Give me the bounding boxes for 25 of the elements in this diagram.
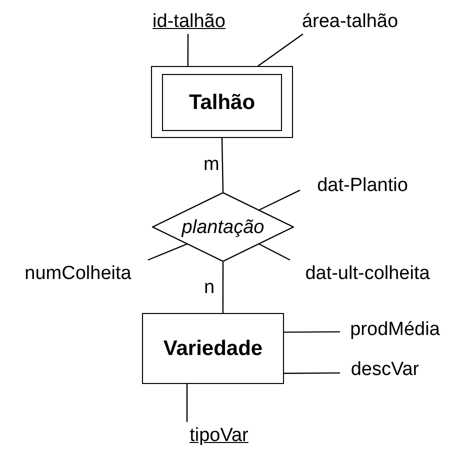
connector-line	[284, 372, 340, 374]
connector-line	[258, 243, 290, 261]
weak-entity-box	[151, 66, 293, 138]
attribute-text: dat-Plantio	[317, 176, 408, 194]
cardinality-label: n	[204, 278, 215, 296]
attribute-text: numColheita	[24, 264, 132, 282]
attribute-text: dat-ult-colheita	[305, 264, 430, 282]
attribute-text: prodMédia	[350, 320, 440, 338]
connector-line	[221, 138, 224, 192]
entity-box	[142, 313, 284, 384]
key-attribute-text: tipoVar	[190, 426, 248, 444]
connector-line	[284, 331, 340, 333]
relationship-name: plantação	[182, 218, 264, 236]
connector-line	[222, 262, 224, 313]
connector-line	[258, 190, 300, 211]
connector-line	[186, 384, 188, 422]
cardinality-label: m	[204, 155, 220, 174]
connector-line	[258, 34, 304, 66]
attribute-text: área-talhão	[302, 12, 398, 30]
connector-line	[148, 243, 188, 261]
key-attribute-text: id-talhão	[152, 12, 226, 30]
entity-name: Variedade	[163, 338, 263, 359]
connector-line	[187, 34, 189, 66]
entity-name: Talhão	[188, 92, 256, 112]
attribute-text: descVar	[350, 360, 420, 378]
